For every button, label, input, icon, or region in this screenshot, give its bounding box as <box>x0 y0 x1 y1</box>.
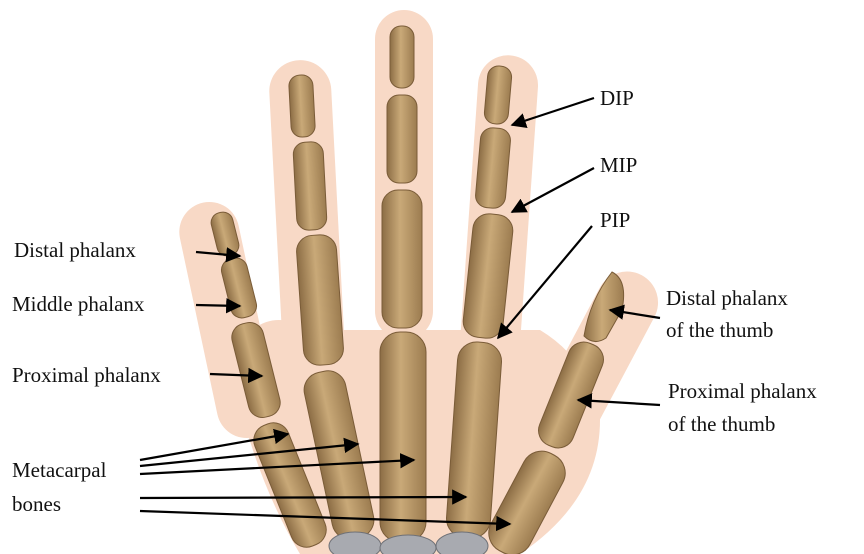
arrow-metacarpal-4 <box>140 497 466 498</box>
label-metacarpal-line2: bones <box>12 490 61 518</box>
label-proximal-phalanx: Proximal phalanx <box>12 361 161 389</box>
label-distal-thumb-line2: of the thumb <box>666 316 773 344</box>
label-mip: MIP <box>600 151 637 179</box>
carpal-bones <box>329 532 488 554</box>
label-metacarpal-line1: Metacarpal <box>12 456 106 484</box>
label-pip: PIP <box>600 206 630 234</box>
label-dip: DIP <box>600 84 634 112</box>
label-distal-phalanx: Distal phalanx <box>14 236 136 264</box>
label-middle-phalanx: Middle phalanx <box>12 290 144 318</box>
label-proximal-thumb-line2: of the thumb <box>668 410 775 438</box>
arrow-middle-phalanx <box>196 305 240 306</box>
label-proximal-thumb-line1: Proximal phalanx <box>668 377 817 405</box>
label-distal-thumb-line1: Distal phalanx <box>666 284 788 312</box>
